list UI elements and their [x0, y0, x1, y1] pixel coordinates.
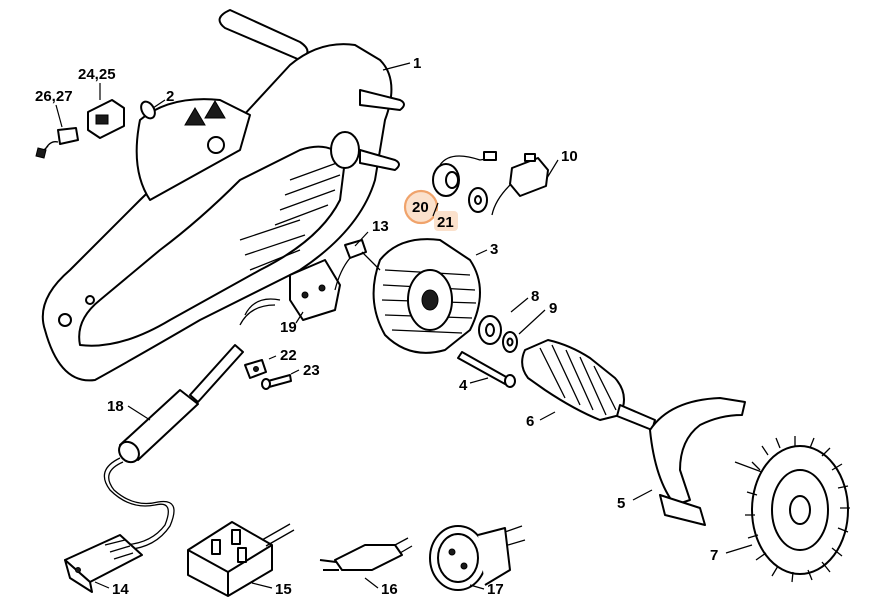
- cable-sleeve-part-18: [118, 344, 244, 464]
- plug-part-17: [429, 525, 526, 591]
- plug-part-14: [64, 534, 143, 593]
- carbon-brush-part-26-27: [35, 127, 79, 159]
- housing-part-1: [41, 9, 405, 382]
- bearing-part-20: [432, 151, 497, 197]
- label-4: 4: [459, 377, 468, 394]
- label-13: 13: [372, 218, 389, 235]
- leader-lines: [55, 62, 753, 590]
- thermal-switch-part-10: [491, 153, 549, 216]
- label-15: 15: [275, 581, 292, 598]
- label-8: 8: [531, 288, 539, 305]
- screw-part-23: [261, 374, 292, 390]
- stator-part-3: [372, 238, 481, 354]
- label-6: 6: [526, 413, 534, 430]
- brush-holder-part-24-25: [87, 99, 125, 139]
- label-14: 14: [112, 581, 129, 598]
- armature-part-6: [521, 339, 656, 431]
- plug-part-16: [319, 537, 413, 571]
- label-5: 5: [617, 495, 625, 512]
- switch-part-19: [239, 259, 341, 326]
- connector-part-13: [334, 239, 381, 291]
- washer-part-21: [468, 187, 488, 213]
- label-17: 17: [487, 581, 504, 598]
- label-3: 3: [490, 241, 498, 258]
- part-labels: 1 2 3 4 5 6 7 8 9 10 13 14 15 16 17 18 1…: [35, 55, 718, 598]
- label-7: 7: [710, 547, 718, 564]
- label-26-27: 26,27: [35, 88, 73, 105]
- label-24-25: 24,25: [78, 66, 116, 83]
- screw-part-4: [457, 351, 516, 388]
- bearing-part-8: [478, 315, 502, 345]
- label-21: 21: [437, 214, 454, 231]
- label-1: 1: [413, 55, 421, 72]
- label-22: 22: [280, 347, 297, 364]
- label-10: 10: [561, 148, 578, 165]
- washer-part-9: [502, 331, 518, 353]
- highlight-box-21: [434, 211, 458, 231]
- label-2: 2: [166, 88, 174, 105]
- label-20: 20: [412, 199, 429, 216]
- label-19: 19: [280, 319, 297, 336]
- plug-part-15: [187, 521, 295, 597]
- label-9: 9: [549, 300, 557, 317]
- label-23: 23: [303, 362, 320, 379]
- plug-part-2: [140, 100, 156, 120]
- label-16: 16: [381, 581, 398, 598]
- clamp-part-22: [244, 359, 267, 379]
- fan-part-7: [745, 436, 850, 583]
- label-18: 18: [107, 398, 124, 415]
